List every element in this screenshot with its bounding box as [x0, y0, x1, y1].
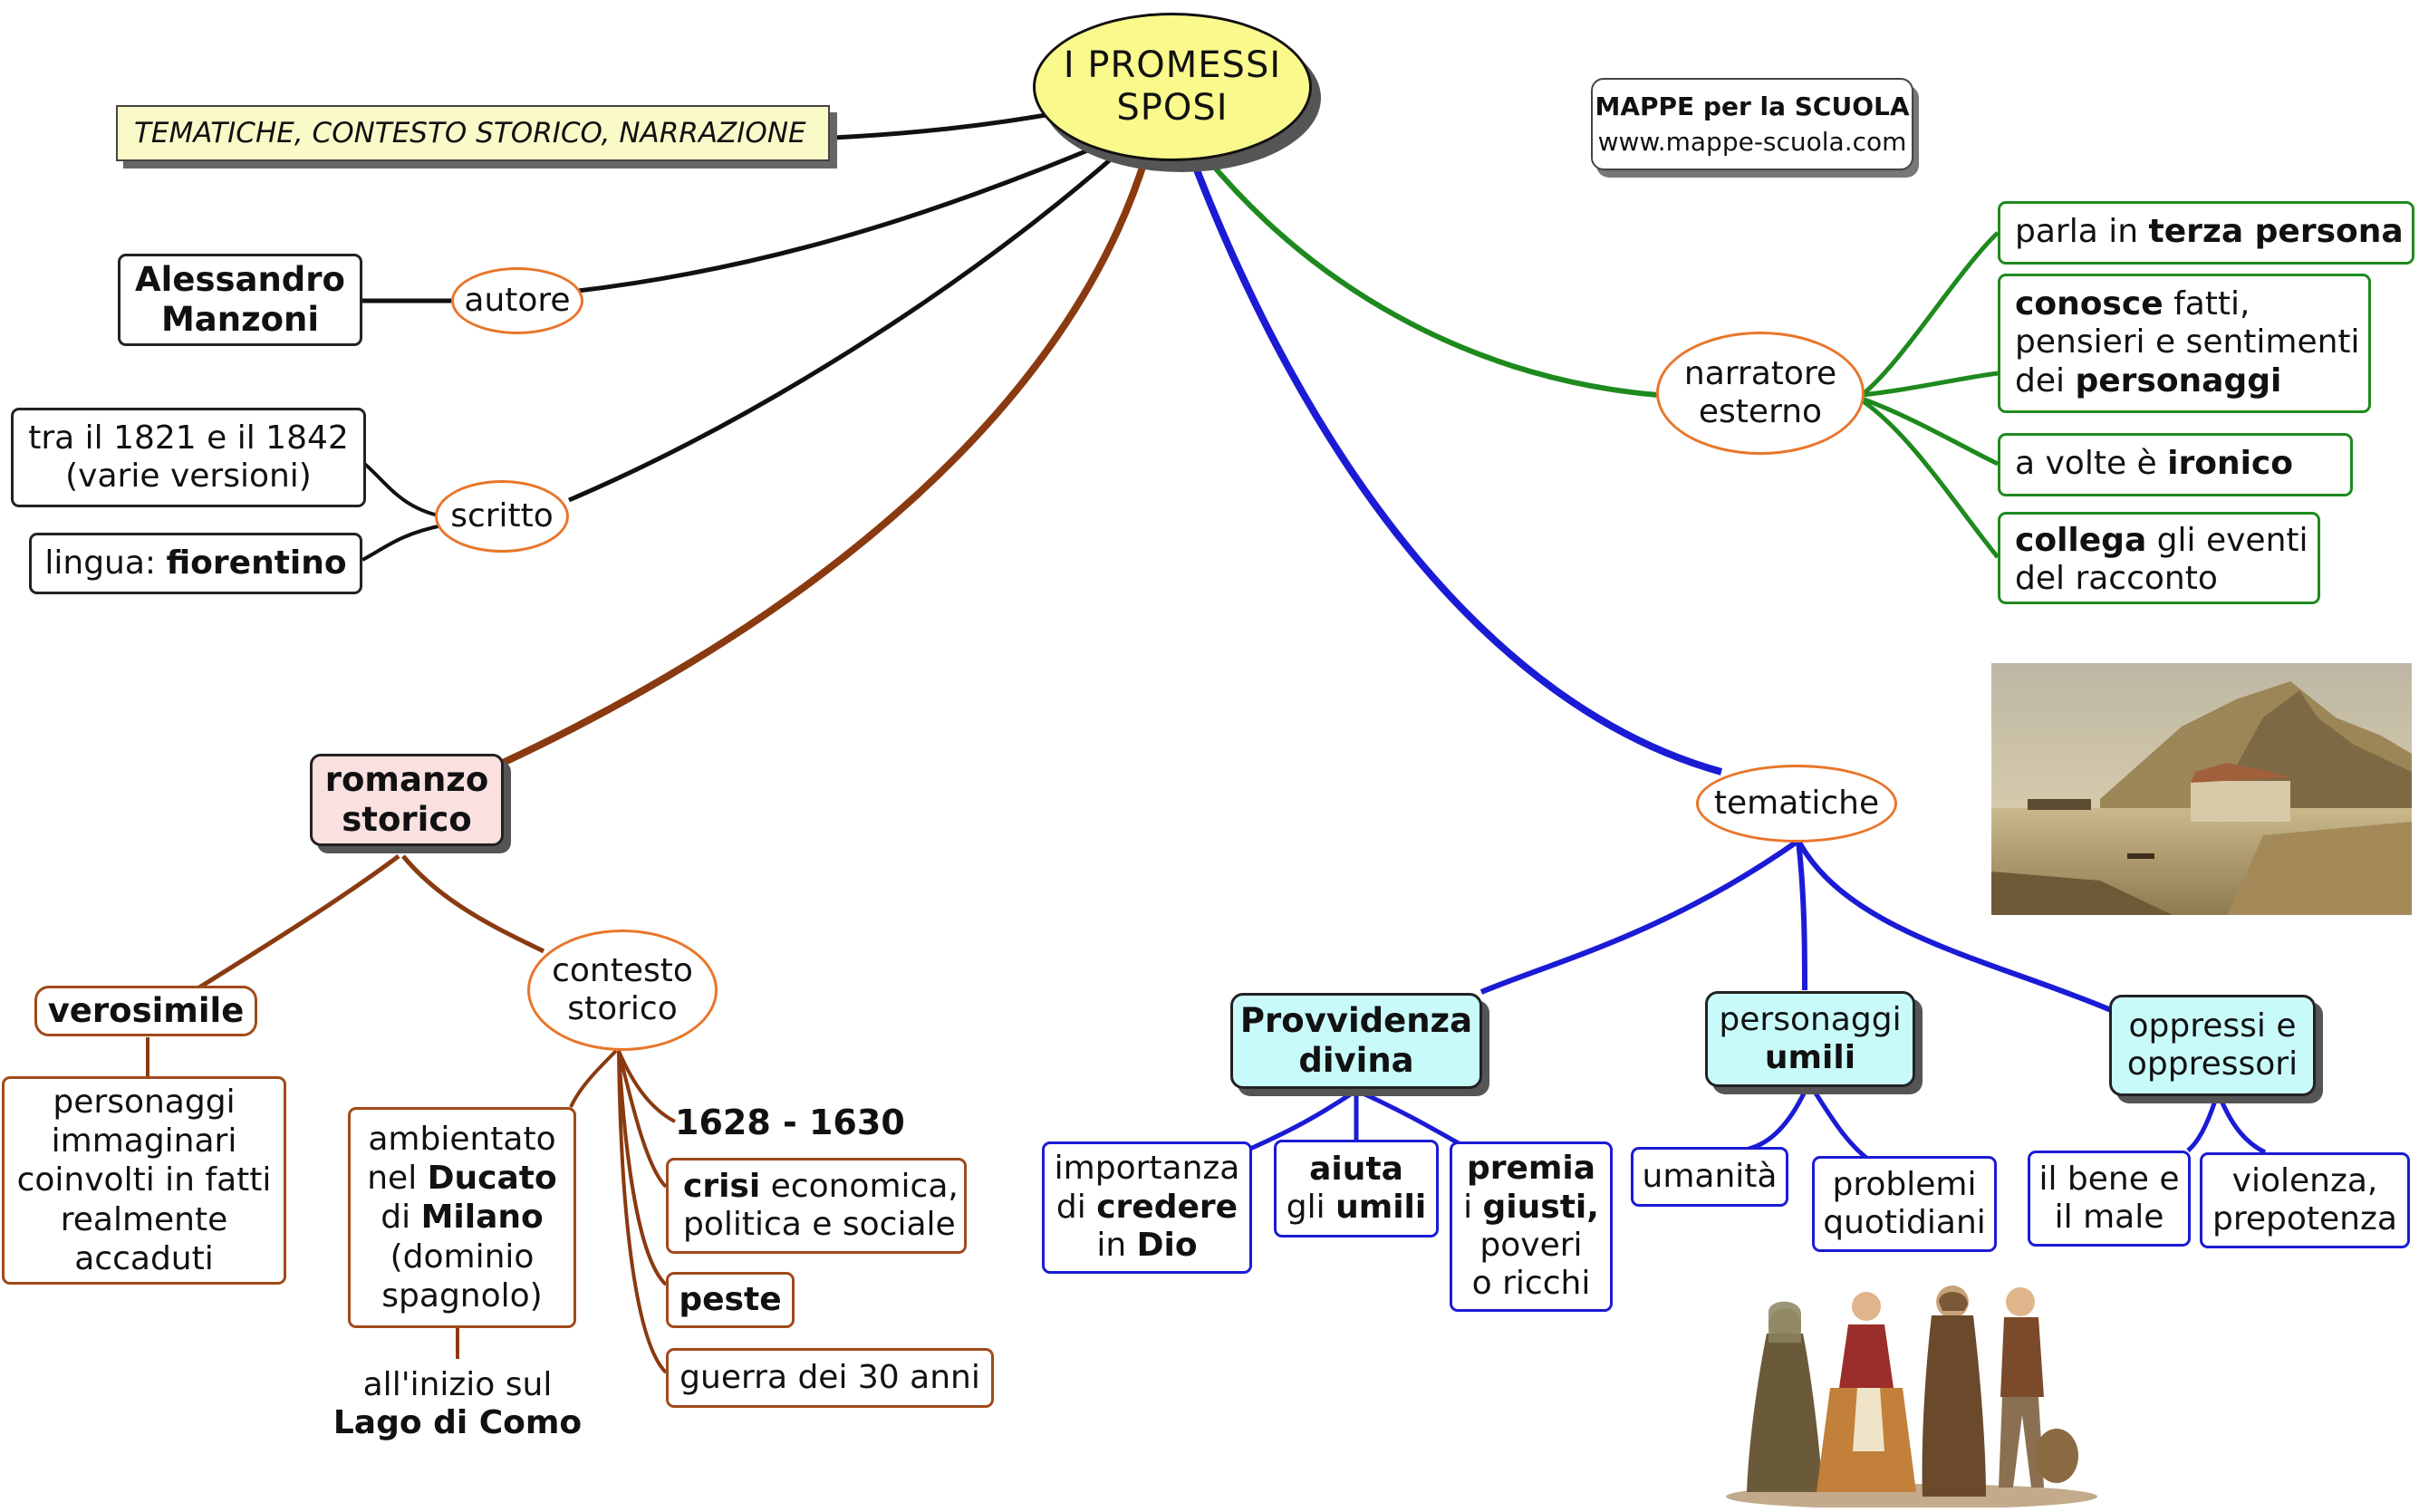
line-title-tematiche	[1188, 154, 1723, 775]
line-tematiche-personaggi	[1796, 840, 1807, 991]
line-provvidenza-importanza	[1248, 1089, 1356, 1151]
verosimile-label: verosimile	[34, 986, 257, 1036]
personaggi-umili-box: personaggi umili	[1705, 991, 1915, 1087]
title-line1: I PROMESSI	[1063, 43, 1282, 86]
line-scritto-period	[361, 460, 443, 518]
line-personaggi-umanita	[1748, 1090, 1807, 1151]
narratore-terza-persona: parla in terza persona	[1998, 201, 2414, 265]
title-ellipse: I PROMESSI SPOSI	[1033, 13, 1312, 161]
line-oppressi-violenza	[2219, 1100, 2267, 1155]
line-scritto-lang	[361, 524, 443, 562]
oppressi-box: oppressi e oppressori	[2109, 995, 2316, 1096]
violenza-box: violenza, prepotenza	[2200, 1152, 2410, 1248]
brand-url: www.mappe-scuola.com	[1597, 127, 1907, 157]
ambientato-box: ambientato nel Ducato di Milano (dominio…	[348, 1107, 576, 1328]
line-contesto-peste	[617, 1050, 668, 1286]
line-title-romanzo	[501, 154, 1150, 766]
guerra-box: guerra dei 30 anni	[666, 1348, 994, 1408]
line-provvidenza-premia	[1357, 1089, 1460, 1146]
narratore-label: narratore esterno	[1656, 332, 1865, 455]
line-title-scritto	[568, 150, 1121, 503]
bene-male-box: il bene e il male	[2028, 1151, 2191, 1247]
line-narratore-n1	[1860, 231, 2000, 397]
provvidenza-box: Provvidenza divina	[1230, 993, 1482, 1089]
line-contesto-ambientato	[569, 1049, 618, 1108]
verosimile-desc-box: personaggi immaginari coinvolti in fatti…	[2, 1076, 286, 1285]
importanza-box: importanza di credere in Dio	[1042, 1141, 1252, 1274]
line-romanzo-verosimile	[198, 853, 400, 990]
line-oppressi-bene	[2186, 1100, 2218, 1152]
peste-box: peste	[666, 1272, 795, 1328]
line-romanzo-contesto	[401, 854, 545, 954]
contesto-storico-label: contesto storico	[527, 929, 718, 1051]
autore-label: autore	[451, 267, 583, 334]
scritto-label: scritto	[435, 480, 569, 553]
characters-illustration-image	[1721, 1270, 2102, 1507]
line-tematiche-provvidenza	[1479, 838, 1800, 995]
scritto-period-box: tra il 1821 e il 1842 (varie versioni)	[11, 408, 366, 507]
lake-painting-image	[1991, 663, 2412, 915]
tematiche-label: tematiche	[1696, 765, 1897, 843]
line-narratore-n4	[1860, 398, 2000, 559]
line-tematiche-oppressi	[1796, 839, 2113, 1013]
subtitle-box: TEMATICHE, CONTESTO STORICO, NARRAZIONE	[116, 105, 830, 161]
brand-name: MAPPE per la SCUOLA	[1595, 91, 1910, 121]
line-title-autore	[570, 142, 1102, 294]
crisi-box: crisi economica, politica e sociale	[666, 1158, 967, 1254]
line-personaggi-problemi	[1812, 1090, 1868, 1160]
scritto-lang-box: lingua: fiorentino	[29, 533, 362, 594]
premia-box: premia i giusti, poveri o ricchi	[1450, 1141, 1613, 1312]
aiuta-box: aiuta gli umili	[1274, 1140, 1439, 1238]
line-narratore-n2	[1861, 371, 1999, 398]
anni-text: 1628 - 1630	[675, 1102, 905, 1142]
brand-box: MAPPE per la SCUOLA www.mappe-scuola.com	[1591, 78, 1913, 170]
lago-di-como-text: all'inizio sul Lago di Como	[332, 1365, 583, 1441]
line-narratore-n3	[1861, 396, 2000, 467]
line-title-narratore	[1202, 154, 1659, 398]
author-box: Alessandro Manzoni	[118, 254, 362, 346]
umanita-box: umanità	[1631, 1147, 1788, 1207]
line-title-subtitle	[833, 111, 1052, 140]
narratore-conosce: conosce fatti, pensieri e sentimenti dei…	[1998, 274, 2371, 413]
line-contesto-crisi	[617, 1050, 668, 1189]
title-line2: SPOSI	[1116, 87, 1229, 129]
narratore-collega: collega gli eventi del racconto	[1998, 512, 2320, 604]
subtitle-text: TEMATICHE, CONTESTO STORICO, NARRAZIONE	[134, 116, 806, 149]
problemi-box: problemi quotidiani	[1812, 1156, 1997, 1252]
line-contesto-guerra	[617, 1050, 668, 1374]
narratore-ironico: a volte è ironico	[1998, 433, 2353, 496]
romanzo-storico-box: romanzo storico	[310, 754, 504, 846]
line-contesto-anni	[617, 1050, 676, 1123]
